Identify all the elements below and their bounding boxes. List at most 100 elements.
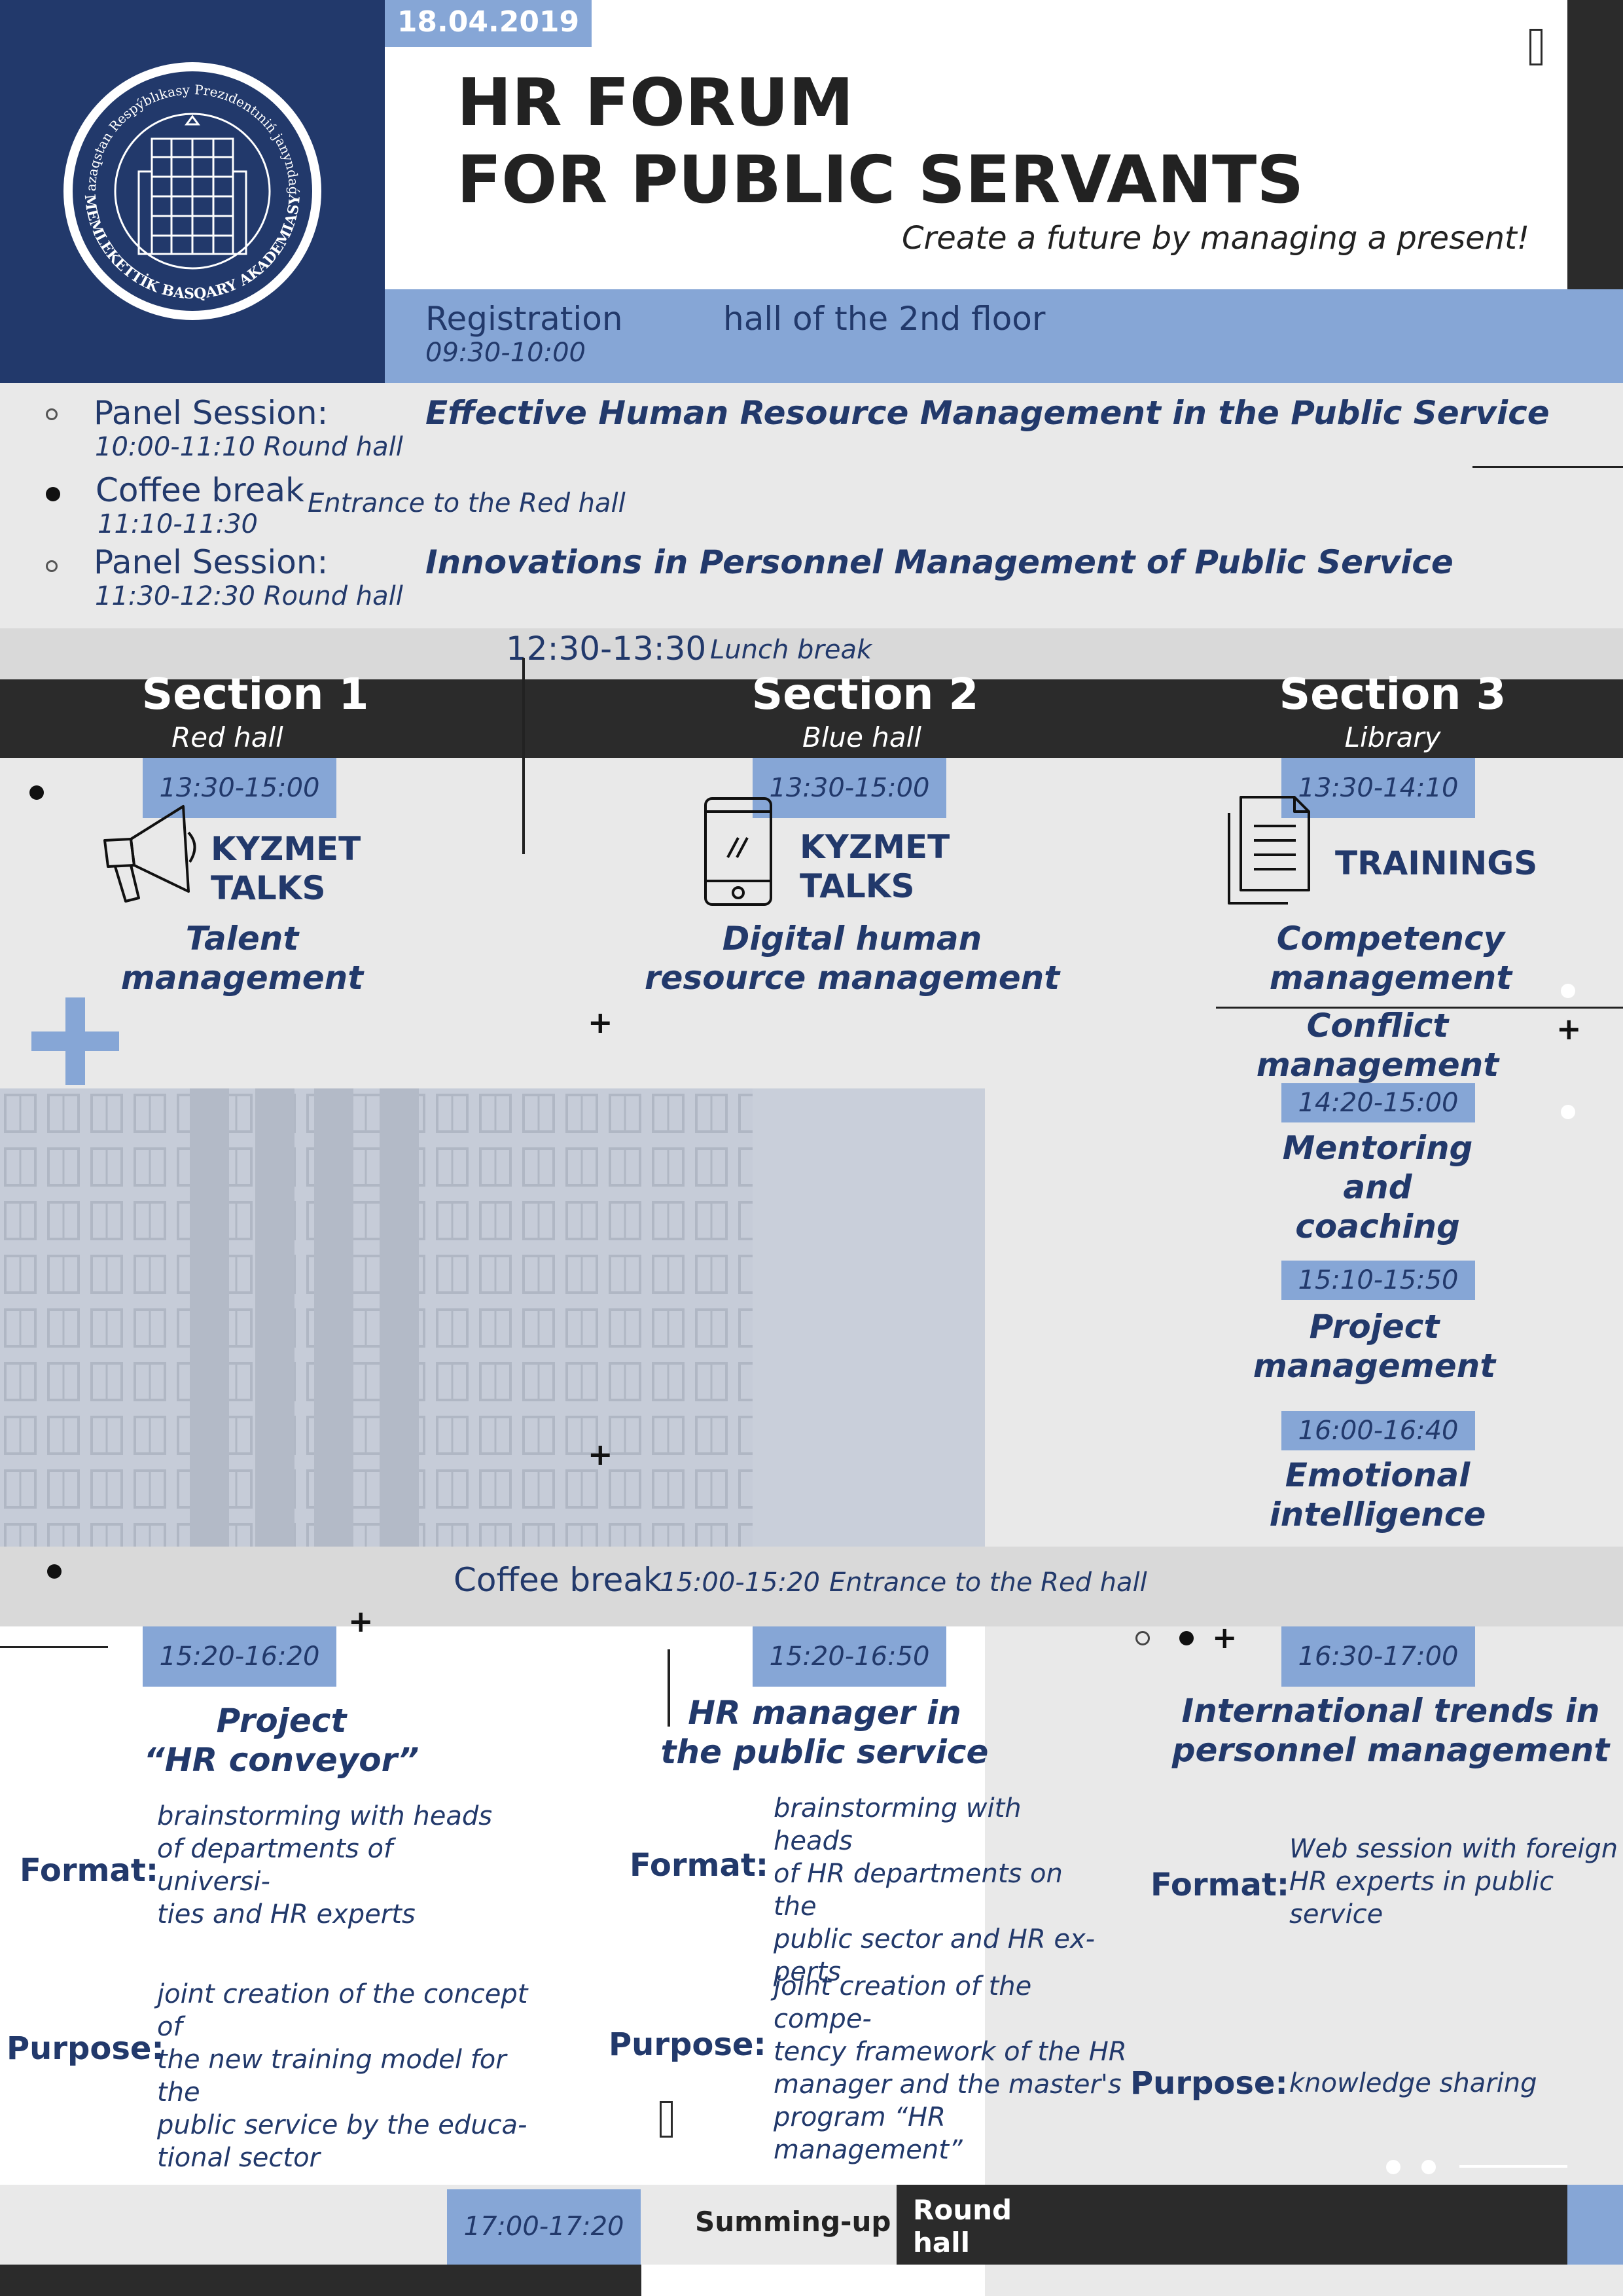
section-3-topic-b-line1: Conflict xyxy=(1306,1007,1449,1045)
section-3-time: 13:30-14:10 xyxy=(1281,758,1475,818)
section-3-topic-b-line2: management xyxy=(1256,1046,1499,1084)
registration-bar xyxy=(385,289,1623,383)
page-title-line1: HR FORUM xyxy=(457,64,854,141)
section-1-purpose-label: Purpose: xyxy=(7,2030,164,2067)
plus-decoration xyxy=(31,1031,119,1051)
coffee-break-2-place: Entrance to the Red hall xyxy=(829,1568,1147,1598)
plus-mark: + xyxy=(1556,1011,1582,1047)
divider-line xyxy=(1472,466,1623,468)
summing-up-label: Summing-up xyxy=(695,2206,891,2238)
megaphone-icon xyxy=(103,805,196,903)
panel-session-1-time: 10:00-11:10 Round hall xyxy=(95,432,403,462)
registration-time: 09:30-10:00 xyxy=(425,338,586,368)
section-3-topic-c-line3: coaching xyxy=(1295,1208,1460,1246)
bullet-filled xyxy=(47,1564,62,1579)
section-1-kind-line2: TALKS xyxy=(211,869,326,907)
plus-mark: + xyxy=(588,1005,613,1040)
bookmark-icon xyxy=(1529,29,1543,65)
text-line: Web session with foreign xyxy=(1289,1834,1618,1864)
text-line: tional sector xyxy=(157,2143,321,2173)
dot-white xyxy=(1421,2160,1436,2174)
section-1-title: Section 1 xyxy=(141,669,369,719)
section-2-format-label: Format: xyxy=(630,1847,769,1884)
bullet-filled xyxy=(1179,1631,1194,1645)
text-line: brainstorming with heads xyxy=(157,1801,493,1831)
section-3-time-e: 16:00-16:40 xyxy=(1281,1411,1475,1450)
section-2-purpose-text: joint creation of the compe- tency frame… xyxy=(774,1970,1127,2166)
logo-building-icon xyxy=(137,115,247,255)
tagline: Create a future by managing a present! xyxy=(902,220,1530,257)
registration-location: hall of the 2nd floor xyxy=(723,300,1046,338)
text-line: brainstorming with heads xyxy=(774,1793,1022,1856)
text-line: perts xyxy=(774,1957,841,1987)
section3-lower-bg xyxy=(985,1626,1623,2296)
section-3-topic-c-line2: and xyxy=(1343,1168,1412,1206)
section-3-topic-d-line2: management xyxy=(1253,1347,1496,1385)
vertical-divider xyxy=(668,1649,670,1727)
section-3-format-text: Web session with foreign HR experts in p… xyxy=(1289,1833,1623,1931)
section-2-topic-2-line1: HR manager in xyxy=(688,1694,961,1732)
right-dark-strip xyxy=(1567,0,1623,306)
dot-white xyxy=(1561,984,1575,998)
text-line: of HR departments on the xyxy=(774,1859,1063,1922)
section-1-time: 13:30-15:00 xyxy=(143,758,336,818)
registration-label: Registration xyxy=(425,300,623,338)
section-1-topic-2-line2: “HR conveyor” xyxy=(143,1741,419,1779)
smartphone-icon xyxy=(704,797,772,906)
section-3-topic-d-line1: Project xyxy=(1309,1308,1440,1346)
academy-logo: Qazaqstan Respýblıkasy Prezıdentınіń jan… xyxy=(0,0,321,320)
section-1-kind-line1: KYZMET xyxy=(211,830,361,868)
section-2-purpose-label: Purpose: xyxy=(609,2026,766,2063)
section-3-topic-a-line1: Competency xyxy=(1276,920,1505,958)
coffee-break-bar xyxy=(0,1547,1623,1626)
section-1-time-2: 15:20-16:20 xyxy=(143,1626,336,1687)
section-2-topic-line2: resource management xyxy=(644,959,1060,997)
section-header-bar xyxy=(0,679,1623,758)
section-3-time-d: 15:10-15:50 xyxy=(1281,1261,1475,1300)
lunch-label: Lunch break xyxy=(710,635,872,665)
section-3-topic-2-line2: personnel management xyxy=(1171,1731,1610,1769)
section-2-kind-line1: KYZMET xyxy=(800,828,950,866)
section-1-topic-2-line1: Project xyxy=(216,1702,347,1740)
bullet-filled xyxy=(29,785,44,800)
text-line: of departments of universi- xyxy=(157,1834,393,1897)
text-line: the new training model for the xyxy=(157,2045,507,2108)
building-photo xyxy=(0,1088,985,1547)
dot-white xyxy=(1561,1105,1575,1119)
coffee-break-1-place: Entrance to the Red hall xyxy=(308,488,626,518)
page-title-line2: FOR PUBLIC SERVANTS xyxy=(457,141,1304,218)
divider-line-white xyxy=(1459,2165,1567,2168)
panel-session-1-title: Effective Human Resource Management in t… xyxy=(425,394,1550,432)
section-3-kind: TRAININGS xyxy=(1335,844,1538,882)
section-1-format-text: brainstorming with heads of departments … xyxy=(157,1800,497,1931)
section-3-topic-a-line2: management xyxy=(1269,959,1512,997)
document-icon xyxy=(1228,796,1310,905)
section-3-topic-c-line1: Mentoring xyxy=(1282,1129,1473,1167)
bullet-hollow xyxy=(46,560,58,572)
coffee-break-2-label: Coffee break xyxy=(454,1561,662,1599)
bullet-hollow xyxy=(1135,1631,1150,1645)
building-photo-bg xyxy=(0,1088,985,1547)
panel-session-2-label: Panel Session: xyxy=(94,543,329,581)
divider-line xyxy=(0,1646,108,1648)
text-line: public service by the educa- xyxy=(157,2110,527,2140)
plus-mark: + xyxy=(348,1604,374,1639)
coffee-break-1-label: Coffee break xyxy=(96,471,304,509)
morning-bg xyxy=(0,383,1623,628)
summing-up-place-line1: Round xyxy=(913,2194,1012,2226)
text-line: joint creation of the concept of xyxy=(157,1979,528,2042)
coffee-break-1-time: 11:10-11:30 xyxy=(98,509,258,539)
section-1-purpose-text: joint creation of the concept of the new… xyxy=(157,1978,550,2174)
section-3-topic-e-line1: Emotional xyxy=(1285,1456,1471,1494)
section-3-format-label: Format: xyxy=(1150,1867,1290,1903)
summing-up-time: 17:00-17:20 xyxy=(447,2189,641,2265)
lunch-bar xyxy=(0,628,1623,679)
bookmark-icon xyxy=(660,2101,673,2138)
panel-session-2-title: Innovations in Personnel Management of P… xyxy=(425,543,1454,581)
section-1-hall: Red hall xyxy=(171,721,283,753)
text-line: program “HR management” xyxy=(774,2102,963,2165)
section-3-purpose-label: Purpose: xyxy=(1130,2065,1288,2102)
section-2-hall: Blue hall xyxy=(802,721,921,753)
plus-mark: + xyxy=(588,1437,613,1472)
event-date: 18.04.2019 xyxy=(385,0,592,47)
